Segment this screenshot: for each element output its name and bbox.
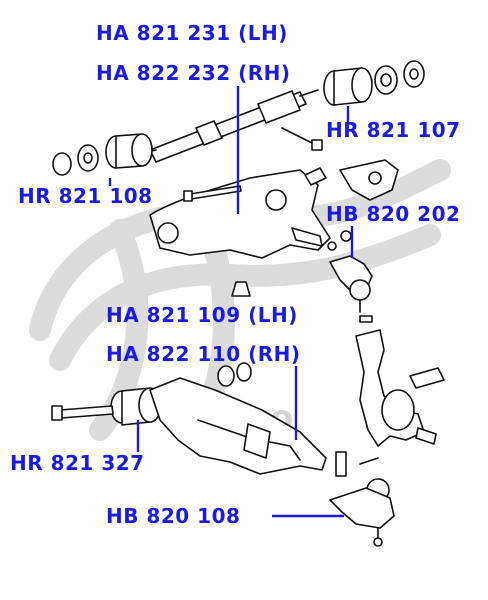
steering-knuckle xyxy=(355,315,445,447)
label-ha-822-110: HA 822 110 (RH) xyxy=(106,342,301,366)
upper-arm-bushing-front xyxy=(52,133,153,176)
label-hr-821-327: HR 821 327 xyxy=(10,451,145,475)
label-ha-821-109: HA 821 109 (LH) xyxy=(106,303,298,327)
lower-ball-joint xyxy=(329,451,395,547)
bolt-upper-small xyxy=(281,127,323,151)
upper-arm-shaft xyxy=(137,89,319,163)
upper-arm-body xyxy=(149,169,331,259)
upper-ball-joint xyxy=(327,230,373,313)
lower-arm-bushing xyxy=(110,387,162,426)
lower-arm-body xyxy=(149,377,327,475)
bump-stopper xyxy=(231,281,251,297)
label-hr-821-108: HR 821 108 xyxy=(18,184,153,208)
upper-arm-bushing-rear xyxy=(323,60,425,106)
leader-lines xyxy=(108,86,354,518)
bracket-upper xyxy=(339,159,399,201)
label-ha-821-231: HA 821 231 (LH) xyxy=(96,21,288,45)
label-hr-821-107: HR 821 107 xyxy=(326,118,461,142)
label-hb-820-108: HB 820 108 xyxy=(106,504,241,528)
label-hb-820-202: HB 820 202 xyxy=(326,202,461,226)
upper-arm-bolt xyxy=(183,185,242,202)
lower-arm-bolt xyxy=(51,405,114,421)
label-ha-822-232: HA 822 232 (RH) xyxy=(96,61,291,85)
lower-arm-washer xyxy=(217,362,252,387)
bump-stopper-upper xyxy=(304,167,327,186)
